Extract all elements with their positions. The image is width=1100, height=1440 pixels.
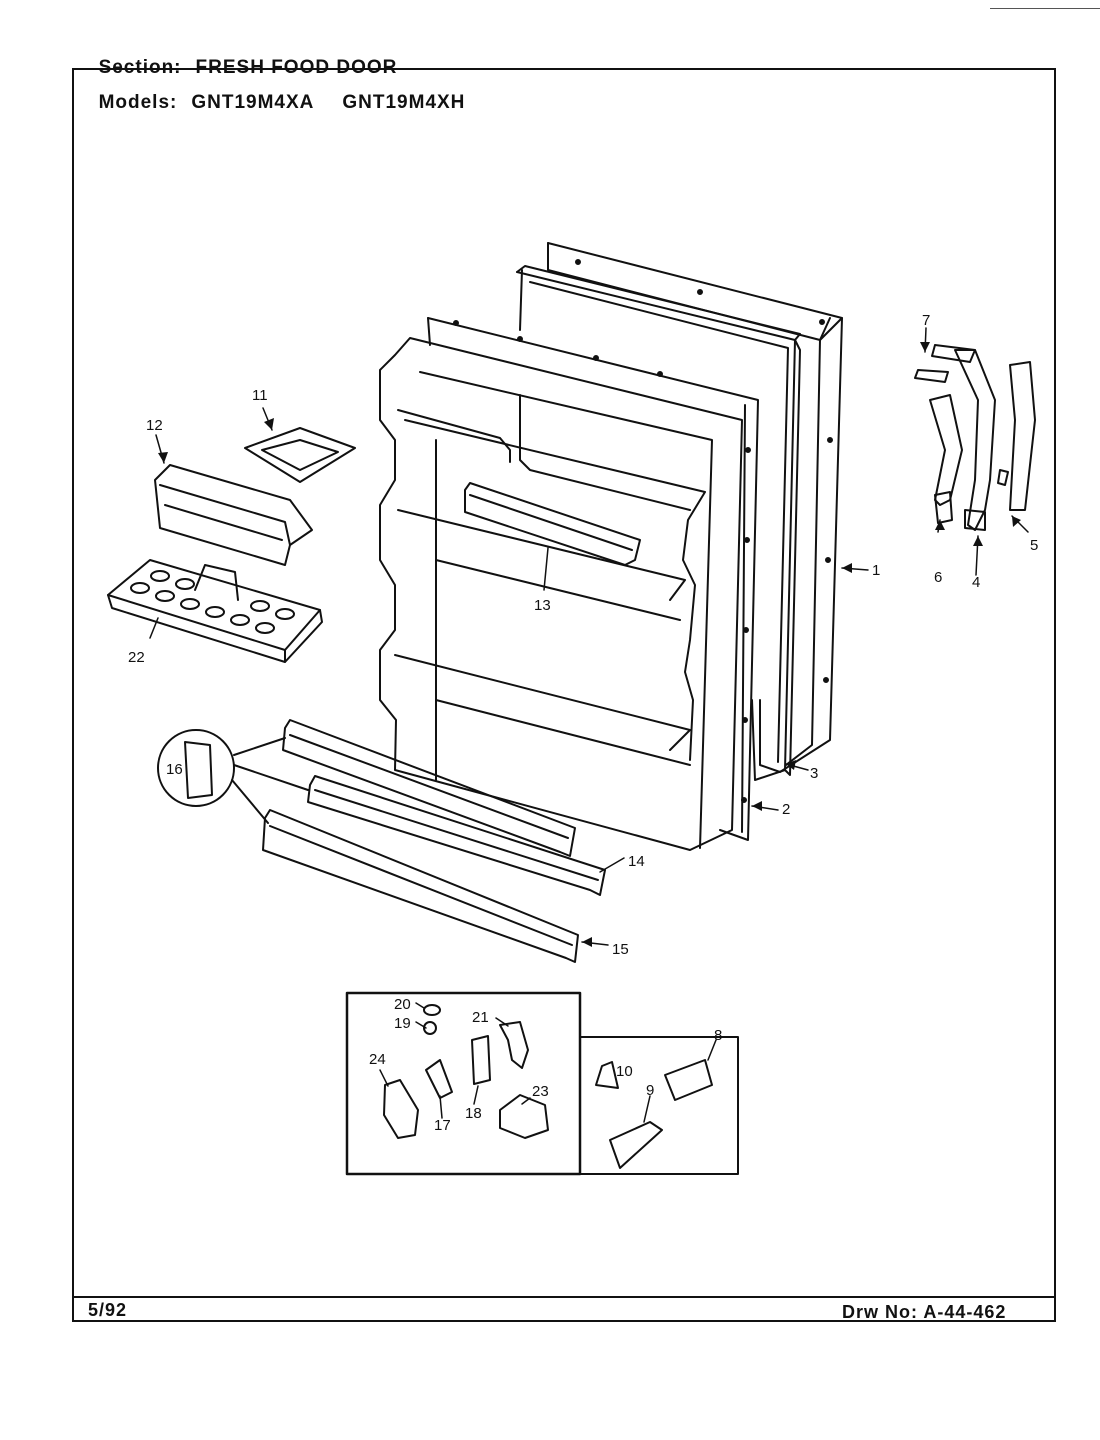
footer-rule — [72, 1296, 1056, 1298]
section-header: Section: FRESH FOOD DOOR — [86, 35, 397, 79]
callout-1: 1 — [872, 562, 880, 579]
callout-8: 8 — [714, 1027, 722, 1044]
callout-7: 7 — [922, 312, 930, 329]
callout-22: 22 — [128, 649, 145, 666]
drawing-frame — [72, 68, 1056, 1322]
callout-17: 17 — [434, 1117, 451, 1134]
callout-labels: 1 2 3 4 5 6 7 8 9 10 11 12 13 14 15 16 1… — [128, 312, 1038, 1134]
shelf-bar — [464, 482, 641, 566]
models-label: Models: — [98, 92, 178, 113]
callout-16: 16 — [166, 761, 183, 778]
callout-5: 5 — [1030, 537, 1038, 554]
hinge-parts-inset — [345, 991, 582, 1176]
butter-compartment-lid — [244, 427, 356, 483]
callout-11: 11 — [252, 387, 268, 404]
callout-2: 2 — [782, 801, 790, 818]
models-header: Models: GNT19M4XA GNT19M4XH — [86, 70, 465, 114]
callout-18: 18 — [465, 1105, 482, 1122]
callout-24: 24 — [369, 1051, 386, 1068]
callout-21: 21 — [472, 1009, 489, 1026]
callout-15: 15 — [612, 941, 629, 958]
hinge-bracket — [914, 344, 976, 383]
arrowheads — [158, 342, 1021, 947]
handle-trim — [997, 361, 1036, 511]
callout-10: 10 — [616, 1063, 633, 1080]
callout-19: 19 — [394, 1015, 411, 1032]
bottom-shelf-bar — [262, 809, 579, 963]
callout-14: 14 — [628, 853, 645, 870]
dairy-compartment — [154, 464, 313, 566]
model-2: GNT19M4XH — [342, 92, 466, 113]
accessory-parts-inset — [579, 1036, 739, 1175]
callout-9: 9 — [646, 1082, 654, 1099]
door-handle-clip — [929, 394, 963, 524]
door-shelf-bars — [282, 719, 606, 896]
callout-4: 4 — [972, 574, 980, 591]
door-gasket — [516, 265, 801, 781]
footer-date: 5/92 — [88, 1300, 128, 1320]
egg-tray — [107, 559, 323, 663]
liner-flange — [427, 317, 759, 841]
callout-23: 23 — [532, 1083, 549, 1100]
top-edge-rule — [990, 8, 1100, 9]
footer-drawing-number: Drw No: A-44-462 — [842, 1302, 1007, 1322]
section-label: Section: — [98, 57, 182, 78]
leader-lines — [149, 327, 1029, 1123]
door-liner — [379, 337, 743, 851]
callout-12: 12 — [146, 417, 163, 434]
callout-20: 20 — [394, 996, 411, 1013]
callout-6: 6 — [934, 569, 942, 586]
door-handle — [954, 349, 996, 531]
model-1: GNT19M4XA — [191, 92, 315, 113]
shelf-end-cap-detail — [157, 729, 309, 824]
callout-3: 3 — [810, 765, 818, 782]
section-value: FRESH FOOD DOOR — [195, 57, 398, 78]
callout-13: 13 — [534, 597, 551, 614]
